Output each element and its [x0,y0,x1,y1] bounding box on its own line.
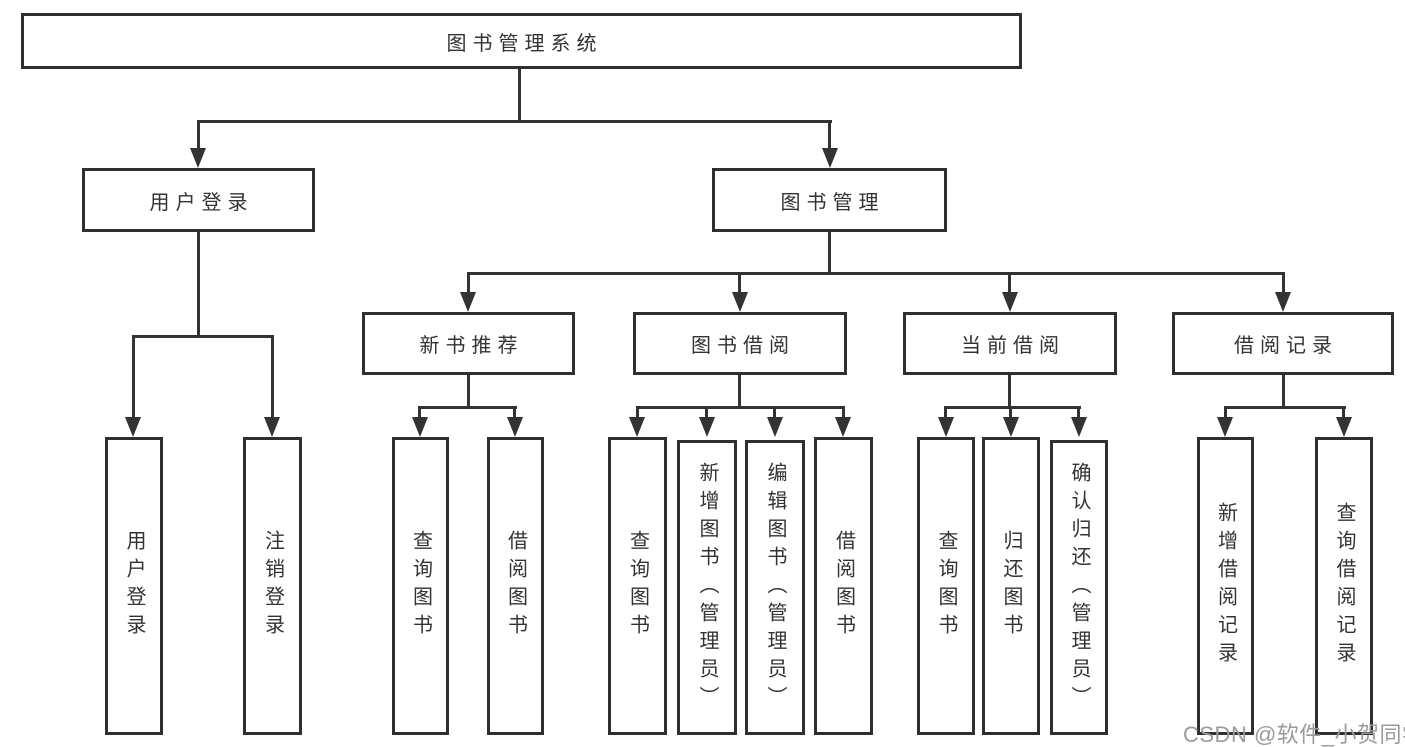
node-borrowing-records: 借阅记录 [1172,312,1394,375]
leaf-add-borrow-record-label: 新增借阅记录 [1214,502,1237,670]
arrowhead-to-borrow-books-2 [835,417,851,437]
leaf-logout-login: 注销登录 [243,437,302,735]
connector-user-login-stem [197,232,200,335]
leaf-user-login: 用户登录 [105,437,163,735]
connector-user-login-hline [132,335,274,338]
leaf-add-borrow-record: 新增借阅记录 [1197,437,1254,735]
leaf-query-books-borrowing-label: 查询图书 [626,530,649,642]
connector-records-hline [1224,406,1346,409]
connector-drop-add-borrow-record [1224,406,1227,422]
connector-drop-book-borrowing [738,272,741,296]
leaf-return-books: 归还图书 [982,437,1040,735]
arrowhead-to-query-books-3 [938,417,954,437]
arrowhead-to-book-management [822,148,838,168]
connector-drop-add-books-admin [705,406,708,422]
leaf-borrow-books-borrowing: 借阅图书 [814,437,873,735]
connector-drop-leaf-user-login [132,335,135,419]
arrowhead-to-return-books [1003,417,1019,437]
arrowhead-to-new-book-recommendation [460,292,476,312]
leaf-add-books-admin-label: 新增图书（管理员） [696,461,718,714]
connector-book-management-hline [467,272,1285,275]
node-library-management-system: 图书管理系统 [21,13,1022,69]
leaf-query-books-current: 查询图书 [917,437,975,735]
connector-drop-new-book-recommendation [467,272,470,296]
connector-drop-confirm-return [1077,406,1080,422]
leaf-return-books-label: 归还图书 [1000,530,1022,642]
node-new-book-recommendation: 新书推荐 [362,312,575,375]
arrowhead-to-query-books-2 [629,417,645,437]
leaf-add-books-admin: 新增图书（管理员） [677,440,737,735]
connector-drop-borrow-books-1 [513,406,516,422]
leaf-query-books-recommendation-label: 查询图书 [409,530,432,642]
arrowhead-to-add-borrow-record [1217,417,1233,437]
connector-current-stem [1008,375,1011,406]
leaf-borrow-books-borrowing-label: 借阅图书 [832,530,855,642]
arrowhead-to-leaf-user-login [125,417,141,437]
connector-borrowing-hline [636,406,845,409]
arrowhead-to-query-books-1 [412,417,428,437]
arrowhead-to-edit-books-admin [767,417,783,437]
leaf-borrow-books-recommendation-label: 借阅图书 [504,530,527,642]
connector-drop-query-books-3 [944,406,947,422]
connector-drop-borrow-books-2 [842,406,845,422]
connector-drop-query-books-1 [418,406,421,422]
leaf-borrow-books-recommendation: 借阅图书 [487,437,544,735]
connector-drop-user-login [197,120,200,150]
connector-root-hline [197,120,832,123]
csdn-watermark: CSDN @软件_小贺同学 [1183,722,1405,747]
connector-drop-query-books-2 [636,406,639,422]
connector-drop-borrowing-records [1282,272,1285,296]
arrowhead-to-query-borrow-record [1336,417,1352,437]
node-user-login: 用户登录 [82,168,315,232]
leaf-edit-books-admin: 编辑图书（管理员） [745,440,805,735]
leaf-query-borrow-record: 查询借阅记录 [1315,437,1373,735]
connector-recommendation-hline [419,406,517,409]
leaf-query-books-borrowing: 查询图书 [608,437,667,735]
arrowhead-to-current-borrowing [1002,292,1018,312]
connector-root-stem [518,69,521,120]
leaf-edit-books-admin-label: 编辑图书（管理员） [764,461,786,714]
leaf-user-login-label: 用户登录 [123,530,145,642]
node-book-borrowing: 图书借阅 [633,312,847,375]
connector-drop-edit-books-admin [773,406,776,422]
connector-drop-return-books [1009,406,1012,422]
connector-records-stem [1282,375,1285,406]
leaf-query-books-current-label: 查询图书 [935,530,957,642]
leaf-confirm-return-admin: 确认归还（管理员） [1050,440,1108,735]
connector-drop-leaf-logout [271,335,274,419]
connector-recommendation-stem [467,375,470,406]
connector-drop-book-management [828,120,831,150]
arrowhead-to-borrow-books-1 [507,417,523,437]
arrowhead-to-confirm-return [1071,417,1087,437]
leaf-logout-login-label: 注销登录 [261,530,284,642]
arrowhead-to-leaf-logout [264,417,280,437]
leaf-query-borrow-record-label: 查询借阅记录 [1333,502,1355,670]
leaf-query-books-recommendation: 查询图书 [392,437,449,735]
connector-drop-query-borrow-record [1342,406,1345,422]
connector-drop-current-borrowing [1008,272,1011,296]
arrowhead-to-user-login [190,148,206,168]
leaf-confirm-return-admin-label: 确认归还（管理员） [1068,461,1090,714]
connector-current-hline [944,406,1081,409]
arrowhead-to-book-borrowing [732,292,748,312]
arrowhead-to-add-books-admin [699,417,715,437]
node-book-management: 图书管理 [712,168,947,232]
connector-book-management-stem [828,232,831,272]
connector-borrowing-stem [738,375,741,406]
node-current-borrowing: 当前借阅 [903,312,1117,375]
arrowhead-to-borrowing-records [1275,292,1291,312]
